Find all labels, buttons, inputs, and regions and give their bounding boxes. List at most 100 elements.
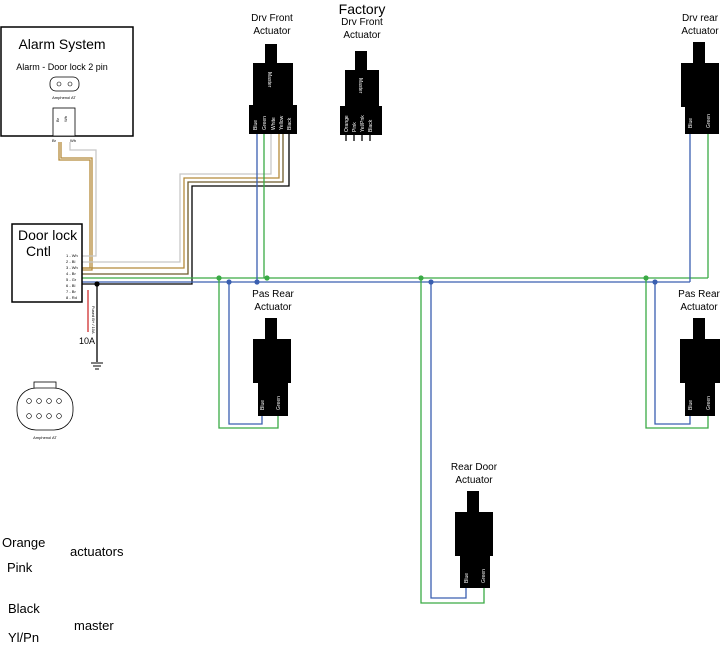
junction-dot	[216, 275, 222, 281]
alarm-wire-br: Br	[52, 138, 57, 143]
master-brown-wire	[82, 134, 284, 275]
pin-label: Blue	[260, 400, 266, 410]
pin-label: Pink	[352, 122, 358, 132]
drv-front-label-1: Drv Front	[251, 13, 293, 24]
door-lock-pin: 1 - Wh	[66, 253, 78, 258]
legend-ylpn: Yl/Pn	[8, 630, 39, 645]
drv-front-pins: Blue Green White Yellow Black	[253, 115, 293, 130]
pin-label: White	[271, 117, 277, 130]
connector-pin	[36, 398, 42, 404]
door-lock-title-1: Door lock	[18, 227, 78, 243]
pin-label: Black	[287, 117, 293, 130]
junction-dot	[264, 275, 270, 281]
master-yellow-wire	[82, 134, 280, 269]
legend-actuators: actuators	[70, 544, 124, 559]
pin-label: Green	[276, 396, 282, 410]
alarm-pin-br: Br	[55, 117, 60, 122]
pas-rear-left-label-2: Actuator	[254, 302, 292, 313]
alarm-connector-icon	[49, 76, 80, 92]
pas-rear-right-green	[645, 278, 709, 429]
legend-orange: Orange	[2, 535, 45, 550]
ground-icon	[91, 362, 103, 370]
pas-rear-left-green	[218, 278, 279, 429]
connector-pin	[56, 413, 62, 419]
junction-dot	[428, 279, 434, 285]
connector-pin	[56, 81, 62, 87]
connector-pin	[67, 81, 73, 87]
pin-label: Yellow	[279, 115, 285, 130]
pas-rear-left-label-1: Pas Rear	[252, 289, 294, 300]
legend-notes: Orange Pink actuators Black Yl/Pn master	[2, 535, 124, 645]
fuse-label: 10A	[79, 336, 95, 346]
pas-rear-right-blue	[654, 282, 691, 425]
drv-front-actuator: Drv Front Actuator Master Blue Green Whi…	[249, 13, 297, 134]
master-tag: Master	[266, 72, 272, 88]
alarm-plug	[52, 107, 76, 137]
junction-dot	[254, 279, 260, 285]
factory-drv-front-label-1: Drv Front	[341, 17, 383, 28]
pin-label: Yel/Pnk	[360, 115, 366, 132]
door-lock-connector-label: Amphenol AT	[33, 435, 57, 440]
pin-label: Green	[706, 396, 712, 410]
pin-label: Green	[262, 116, 268, 130]
door-lock-connector-icon: Amphenol AT	[16, 381, 74, 440]
factory-pin-stubs	[345, 134, 371, 141]
master-black-wire	[82, 134, 290, 285]
pas-rear-right-label-2: Actuator	[680, 302, 718, 313]
door-lock-controller: Door lock Cntl 1 - Wh 2 - Bl 3 - Wh 4 - …	[11, 223, 96, 346]
door-lock-pin: 6 - Bl	[66, 283, 75, 288]
connector-pin	[46, 398, 52, 404]
pin-label: Orange	[344, 115, 350, 132]
legend-pink: Pink	[7, 560, 33, 575]
alarm-title: Alarm System	[18, 36, 105, 52]
alarm-subtitle: Alarm - Door lock 2 pin	[16, 62, 108, 72]
junction-dot	[94, 281, 100, 287]
connector-pin	[56, 398, 62, 404]
alarm-wire-wh: Wh	[70, 138, 76, 143]
pin-label: Blue	[688, 400, 694, 410]
drv-rear-actuator: Drv rear Actuator Blue Green	[681, 13, 719, 134]
alarm-pin-wh: Wh	[63, 116, 68, 122]
door-lock-pin: 8 - Rd	[66, 295, 77, 300]
wires	[58, 134, 709, 604]
connector-pin	[26, 398, 32, 404]
fuse-wire-label: Fused B+ / 10A	[91, 306, 96, 334]
rear-door-blue	[430, 282, 467, 599]
pas-rear-right-label-1: Pas Rear	[678, 289, 720, 300]
factory-drv-front-actuator: Factory Drv Front Actuator Master Orange…	[339, 1, 386, 141]
pas-rear-left-actuator: Pas Rear Actuator Blue Green	[252, 289, 295, 416]
connector-pin	[36, 413, 42, 419]
factory-label: Factory	[339, 1, 386, 17]
junction-dots	[94, 275, 658, 287]
master-white-wire	[82, 134, 272, 263]
pin-label: Blue	[253, 120, 259, 130]
pin-label: Green	[706, 114, 712, 128]
door-lock-pin: 3 - Wh	[66, 265, 78, 270]
pas-rear-left-blue	[228, 282, 263, 425]
drv-front-label-2: Actuator	[253, 26, 291, 37]
junction-dot	[643, 275, 649, 281]
alarm-connector-label: Amphenol AT	[52, 95, 76, 100]
door-lock-pin: 7 - Br	[66, 289, 76, 294]
legend-master: master	[74, 618, 114, 633]
alarm-white-wire	[69, 142, 97, 257]
drv-rear-label-2: Actuator	[681, 26, 719, 37]
alarm-brown-wire-2	[60, 142, 93, 271]
junction-dot	[652, 279, 658, 285]
alarm-system-box: Alarm System Alarm - Door lock 2 pin Amp…	[0, 26, 134, 143]
pin-label: Green	[481, 569, 487, 583]
connector-pin	[46, 413, 52, 419]
junction-dot	[418, 275, 424, 281]
rear-door-label-1: Rear Door	[451, 462, 498, 473]
connector-pin	[26, 413, 32, 419]
pin-label: Black	[368, 119, 374, 132]
drv-rear-label-1: Drv rear	[682, 13, 719, 24]
door-lock-pin: 5 - Gr	[66, 277, 77, 282]
pin-label: Blue	[464, 573, 470, 583]
rear-door-green	[420, 278, 485, 604]
master-tag: Master	[357, 78, 363, 94]
pas-rear-right-actuator: Pas Rear Actuator Blue Green	[678, 289, 720, 416]
rear-door-actuator: Rear Door Actuator Blue Green	[451, 462, 498, 588]
door-lock-title-2: Cntl	[26, 243, 51, 259]
